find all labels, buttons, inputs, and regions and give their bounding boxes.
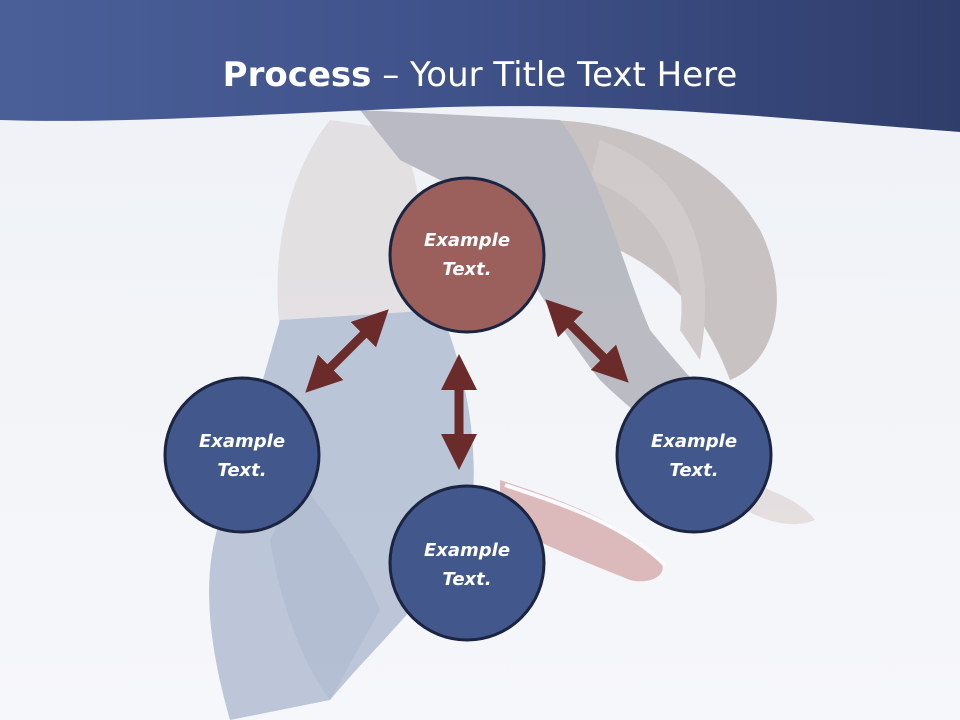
node-bottom-line1: Example <box>424 540 510 561</box>
node-left-line1: Example <box>199 431 285 452</box>
title-dash: – <box>371 55 411 95</box>
node-bottom: Example Text. <box>388 484 546 642</box>
title-bold: Process <box>222 55 372 95</box>
node-top-line1: Example <box>424 230 510 251</box>
node-top-line2: Text. <box>442 259 491 280</box>
node-right-line1: Example <box>651 431 737 452</box>
header-band <box>0 0 960 132</box>
arrow-top-left <box>305 309 389 393</box>
node-top: Example Text. <box>388 176 546 334</box>
arrow-top-right <box>545 299 629 383</box>
node-left: Example Text. <box>163 376 321 534</box>
node-right: Example Text. <box>615 376 773 534</box>
node-right-line2: Text. <box>669 460 718 481</box>
title-rest: Your Title Text Here <box>410 55 738 95</box>
node-bottom-line2: Text. <box>442 569 491 590</box>
slide-title: Process – Your Title Text Here <box>0 52 960 98</box>
node-left-line2: Text. <box>217 460 266 481</box>
